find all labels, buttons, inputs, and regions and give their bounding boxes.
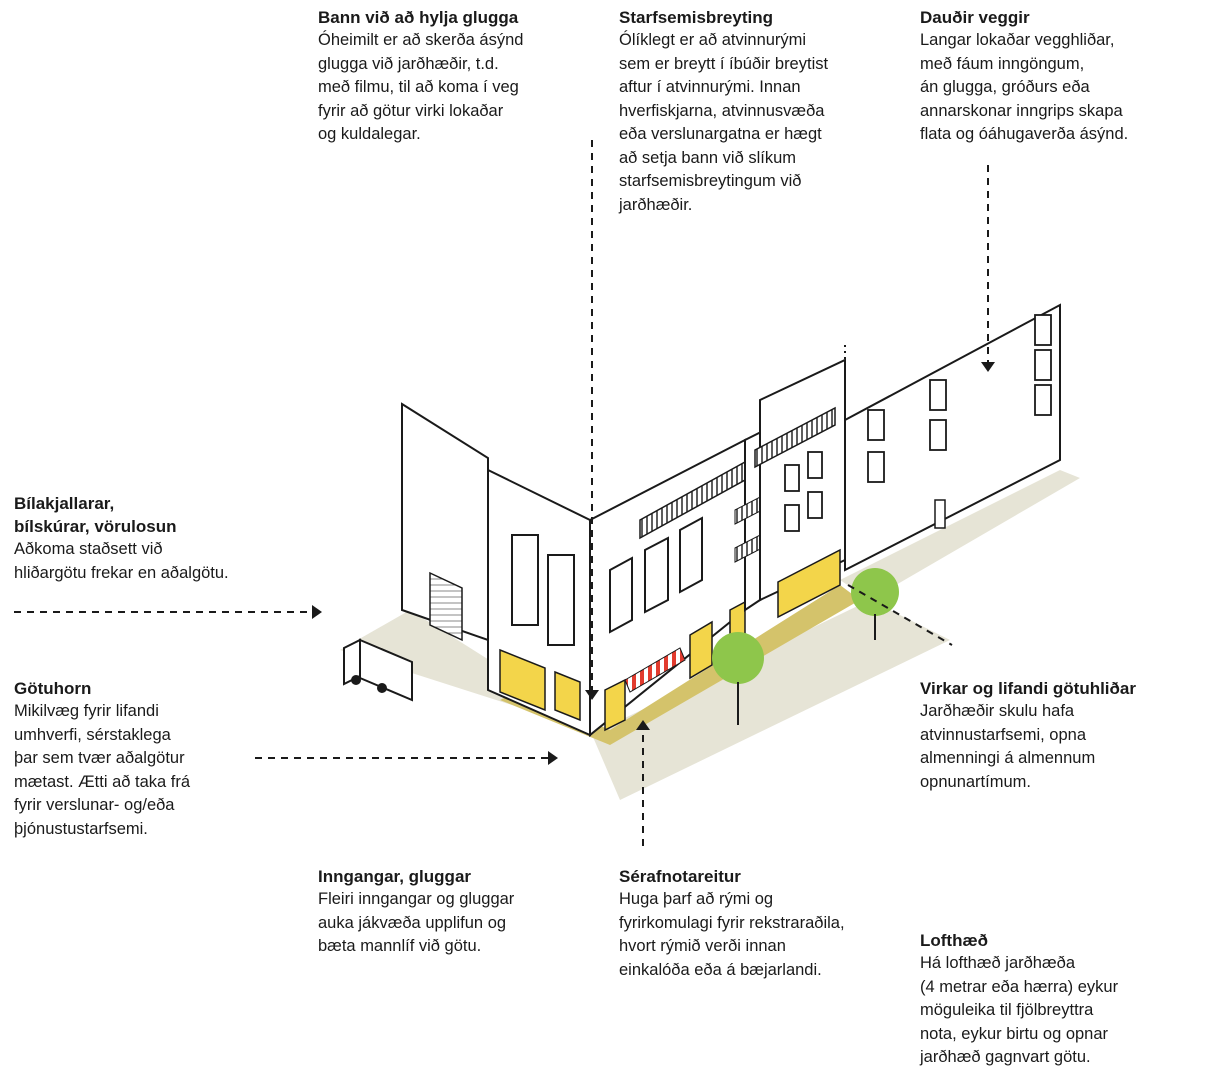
shop-window bbox=[499, 648, 546, 712]
annotation-line: aftur í atvinnurými. Innan bbox=[619, 78, 801, 96]
annotation-line: eða verslunargatna er hægt bbox=[619, 125, 822, 143]
annotation-line: Huga þarf að rými og bbox=[619, 890, 774, 908]
leader-lines bbox=[14, 140, 989, 850]
annotation-line: Óheimilt er að skerða ásýnd bbox=[318, 31, 524, 49]
window bbox=[929, 379, 947, 411]
annotation-line: annarskonar inngrips skapa bbox=[920, 101, 1123, 120]
awning bbox=[624, 647, 686, 693]
annotation-inngangar: Inngangar, gluggar Fleiri inngangar og g… bbox=[318, 865, 588, 959]
annotation-line: Mikilvæg fyrir lifandi bbox=[14, 702, 159, 720]
annotation-line: flata og óáhugaverða ásýnd. bbox=[920, 125, 1129, 143]
tree bbox=[712, 632, 764, 684]
annotation-line: Langar lokaðar vegghliðar, bbox=[920, 31, 1115, 49]
window bbox=[1034, 349, 1052, 381]
annotation-title: Bann við að hylja glugga bbox=[318, 8, 519, 27]
window bbox=[784, 504, 800, 532]
street-ground bbox=[340, 600, 950, 800]
annotation-line: fyrir að götur virki lokaðar bbox=[318, 101, 504, 120]
annotation-line: atvinnustarfsemi, opna bbox=[920, 725, 1087, 744]
tree bbox=[851, 568, 899, 616]
annotation-line: almenningi á almennum bbox=[920, 749, 1096, 767]
window bbox=[609, 556, 633, 634]
arrowheads bbox=[312, 362, 995, 765]
annotation-bann: Bann við að hylja glugga Óheimilt er að … bbox=[318, 6, 588, 147]
annotation-title: Sérafnotareitur bbox=[619, 867, 741, 886]
annotation-line: opnunartímum. bbox=[920, 772, 1031, 791]
annotation-title: Bílakjallarar, bbox=[14, 494, 115, 513]
annotation-title: Virkar og lifandi götuhliðar bbox=[920, 679, 1136, 698]
annotation-gotuhorn: Götuhorn Mikilvæg fyrir lifandi umhverfi… bbox=[14, 677, 254, 841]
annotation-line: Aðkoma staðsett við bbox=[14, 540, 163, 558]
annotation-line: jarðhæð gagnvart götu. bbox=[920, 1048, 1091, 1066]
shop-window bbox=[689, 620, 713, 680]
annotation-title: Lofthæð bbox=[920, 931, 988, 950]
annotation-serafnot: Sérafnotareitur Huga þarf að rými og fyr… bbox=[619, 865, 909, 982]
annotation-title: Inngangar, gluggar bbox=[318, 867, 472, 886]
side-street bbox=[840, 470, 1080, 600]
window bbox=[1034, 384, 1052, 416]
truck-cab bbox=[343, 638, 361, 686]
window bbox=[784, 464, 800, 492]
window bbox=[547, 554, 575, 646]
window bbox=[867, 451, 885, 483]
truck-wheel bbox=[351, 675, 361, 685]
truck-wheel bbox=[377, 683, 387, 693]
annotation-line: Ólíklegt er að atvinnurými bbox=[619, 31, 807, 49]
annotation-lofthaed: Lofthæð Há lofthæð jarðhæða (4 metrar eð… bbox=[920, 929, 1200, 1070]
annotation-title: Dauðir veggir bbox=[920, 8, 1030, 27]
annotation-line: fyrir verslunar- og/eða bbox=[14, 796, 175, 814]
window bbox=[929, 419, 947, 451]
annotation-line: möguleika til fjölbreyttra bbox=[920, 1001, 1094, 1019]
door bbox=[934, 499, 946, 529]
annotation-line: glugga við jarðhæðir, t.d. bbox=[318, 54, 499, 73]
annotation-line: Jarðhæðir skulu hafa bbox=[920, 702, 1075, 720]
annotation-line: jarðhæðir. bbox=[619, 195, 693, 214]
balcony bbox=[754, 406, 836, 469]
annotation-line: hvort rýmið verði innan bbox=[619, 937, 786, 955]
annotation-starfsemis: Starfsemisbreyting Ólíklegt er að atvinn… bbox=[619, 6, 899, 217]
annotation-line: auka jákvæða upplifun og bbox=[318, 913, 507, 932]
annotation-line: bæta mannlíf við götu. bbox=[318, 937, 482, 955]
window bbox=[679, 516, 703, 594]
annotation-line: sem er breytt í íbúðir breytist bbox=[619, 54, 829, 73]
annotation-bila: Bílakjallarar, bílskúrar, vörulosun Aðko… bbox=[14, 492, 314, 585]
annotation-line: starfsemisbreytingum við bbox=[619, 172, 802, 190]
annotation-line: hliðargötu frekar en aðalgötu. bbox=[14, 563, 229, 582]
annotation-line: án glugga, gróðurs eða bbox=[920, 78, 1090, 96]
annotation-line: hverfiskjarna, atvinnusvæða bbox=[619, 101, 825, 120]
annotation-title: bílskúrar, vörulosun bbox=[14, 517, 177, 536]
sidewalk-main bbox=[500, 585, 860, 745]
annotation-line: nota, eykur birtu og opnar bbox=[920, 1024, 1109, 1043]
annotation-line: (4 metrar eða hærra) eykur bbox=[920, 977, 1119, 996]
shop-window bbox=[604, 678, 626, 732]
annotation-title: Götuhorn bbox=[14, 679, 92, 698]
window bbox=[511, 534, 539, 626]
annotation-line: einkalóða eða á bæjarlandi. bbox=[619, 960, 822, 979]
garage-door bbox=[429, 571, 463, 642]
annotation-daudir: Dauðir veggir Langar lokaðar vegghliðar,… bbox=[920, 6, 1200, 147]
annotation-line: mætast. Ætti að taka frá bbox=[14, 772, 191, 791]
annotation-line: að setja bann við slíkum bbox=[619, 148, 797, 167]
window bbox=[644, 536, 669, 614]
annotation-virkar: Virkar og lifandi götuhliðar Jarðhæðir s… bbox=[920, 677, 1202, 794]
annotation-line: þar sem tvær aðalgötur bbox=[14, 749, 185, 767]
annotation-line: umhverfi, sérstaklega bbox=[14, 725, 171, 744]
annotation-title: Starfsemisbreyting bbox=[619, 8, 773, 27]
annotation-line: með fáum inngöngum, bbox=[920, 54, 1085, 73]
annotation-line: fyrirkomulagi fyrir rekstraraðila, bbox=[619, 913, 845, 932]
annotation-line: með filmu, til að koma í veg bbox=[318, 78, 519, 96]
shop-window bbox=[554, 670, 581, 722]
annotation-line: Há lofthæð jarðhæða bbox=[920, 954, 1076, 972]
annotation-line: Fleiri inngangar og gluggar bbox=[318, 890, 515, 908]
window bbox=[807, 451, 823, 479]
annotation-line: þjónustustarfsemi. bbox=[14, 819, 148, 838]
shop-window bbox=[777, 548, 841, 619]
window bbox=[1034, 314, 1052, 346]
annotation-line: og kuldalegar. bbox=[318, 125, 421, 143]
window bbox=[807, 491, 823, 519]
window bbox=[867, 409, 885, 441]
